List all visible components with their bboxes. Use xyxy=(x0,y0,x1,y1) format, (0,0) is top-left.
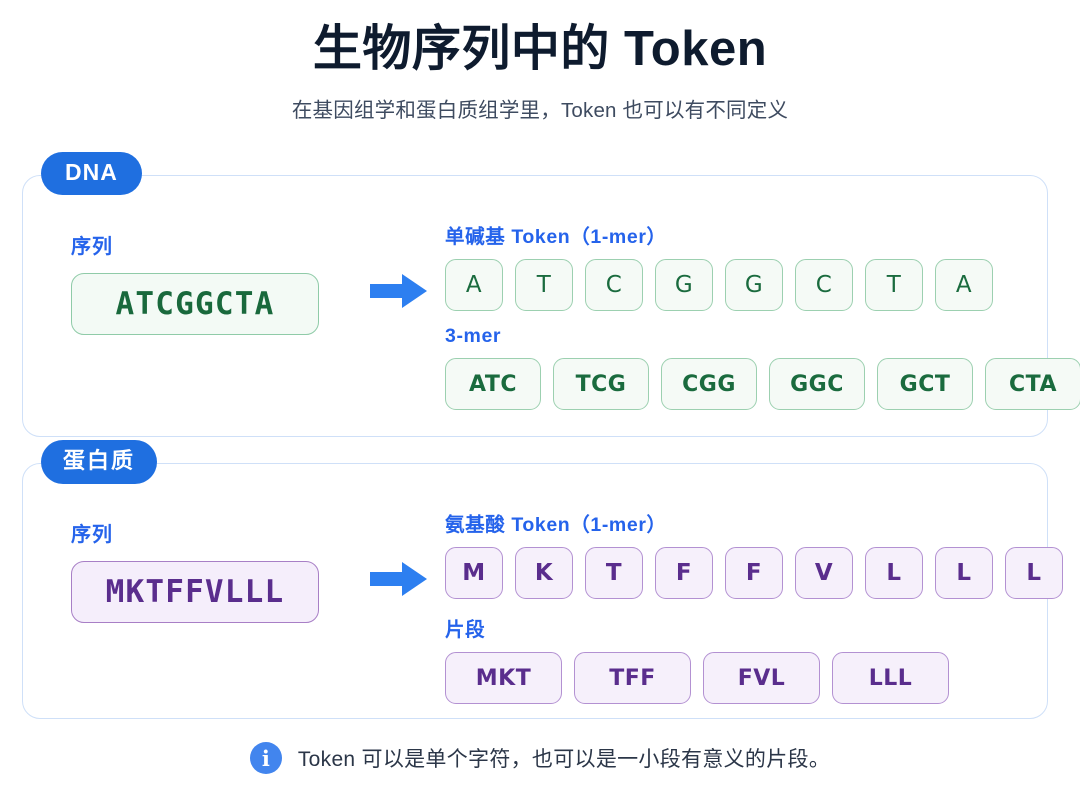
token-group-protein-1mer: 氨基酸 Token（1-mer） M K T F F V L L L xyxy=(445,508,1063,599)
sequence-label-dna: 序列 xyxy=(71,236,113,258)
header: 生物序列中的 Token 在基因组学和蛋白质组学里，Token 也可以有不同定义 xyxy=(0,0,1080,123)
token-item: FVL xyxy=(703,652,820,704)
arrow-column-protein xyxy=(353,508,445,598)
token-item: LLL xyxy=(832,652,949,704)
tokens-column-dna: 单碱基 Token（1-mer） A T C G G C T A 3-mer xyxy=(445,220,1080,410)
token-item: C xyxy=(795,259,853,311)
token-item: M xyxy=(445,547,503,599)
token-item: GCT xyxy=(877,358,973,410)
token-group-protein-fragments: 片段 MKT TFF FVL LLL xyxy=(445,613,1063,704)
token-item: T xyxy=(585,547,643,599)
token-row: M K T F F V L L L xyxy=(445,547,1063,599)
token-item: L xyxy=(1005,547,1063,599)
token-item: CTA xyxy=(985,358,1080,410)
token-row: A T C G G C T A xyxy=(445,259,1080,311)
token-item: MKT xyxy=(445,652,562,704)
token-item: ATC xyxy=(445,358,541,410)
token-group-dna-1mer: 单碱基 Token（1-mer） A T C G G C T A xyxy=(445,220,1080,311)
token-item: F xyxy=(655,547,713,599)
card-badge-protein: 蛋白质 xyxy=(41,440,158,484)
sequence-column-protein: 序列 MKTFFVLLL xyxy=(23,508,353,623)
card-body-protein: 序列 MKTFFVLLL 氨基酸 Token（1-mer） M K T F F xyxy=(23,464,1063,718)
token-group-label: 片段 xyxy=(445,619,486,641)
sequence-box-protein: MKTFFVLLL xyxy=(71,561,319,623)
token-item: TCG xyxy=(553,358,649,410)
token-group-label: 单碱基 Token（1-mer） xyxy=(445,226,667,248)
token-row: ATC TCG CGG GGC GCT CTA xyxy=(445,358,1080,410)
arrow-column-dna xyxy=(353,220,445,310)
token-item: K xyxy=(515,547,573,599)
info-icon: i xyxy=(249,742,282,774)
token-item: G xyxy=(725,259,783,311)
token-item: L xyxy=(935,547,993,599)
token-item: GGC xyxy=(769,358,865,410)
token-row: MKT TFF FVL LLL xyxy=(445,652,1063,704)
arrow-right-icon xyxy=(370,274,427,308)
token-item: G xyxy=(655,259,713,311)
sequence-box-dna: ATCGGCTA xyxy=(71,273,319,335)
token-group-label: 3-mer xyxy=(445,325,502,347)
footnote-text: Token 可以是单个字符，也可以是一小段有意义的片段。 xyxy=(297,748,831,771)
token-item: A xyxy=(935,259,993,311)
token-item: F xyxy=(725,547,783,599)
sequence-column-dna: 序列 ATCGGCTA xyxy=(23,220,353,335)
token-item: T xyxy=(515,259,573,311)
token-item: V xyxy=(795,547,853,599)
page-title: 生物序列中的 Token xyxy=(312,22,768,76)
card-body-dna: 序列 ATCGGCTA 单碱基 Token（1-mer） A T C G G xyxy=(23,176,1080,436)
sequence-label-protein: 序列 xyxy=(71,524,113,546)
token-group-dna-3mer: 3-mer ATC TCG CGG GGC GCT CTA xyxy=(445,325,1080,410)
card-badge-dna: DNA xyxy=(41,152,142,195)
token-item: C xyxy=(585,259,643,311)
token-group-label: 氨基酸 Token（1-mer） xyxy=(445,514,667,536)
card-protein: 蛋白质 序列 MKTFFVLLL 氨基酸 Token（1-mer） M K T xyxy=(22,440,1063,719)
card-dna: DNA 序列 ATCGGCTA 单碱基 Token（1-mer） A T C xyxy=(22,152,1080,437)
token-item: L xyxy=(865,547,923,599)
page-subtitle: 在基因组学和蛋白质组学里，Token 也可以有不同定义 xyxy=(291,98,789,122)
tokens-column-protein: 氨基酸 Token（1-mer） M K T F F V L L L 片段 xyxy=(445,508,1080,704)
arrow-right-icon xyxy=(370,562,427,596)
token-item: A xyxy=(445,259,503,311)
token-item: T xyxy=(865,259,923,311)
token-item: CGG xyxy=(661,358,757,410)
token-item: TFF xyxy=(574,652,691,704)
footnote: i Token 可以是单个字符，也可以是一小段有意义的片段。 xyxy=(0,742,1080,774)
